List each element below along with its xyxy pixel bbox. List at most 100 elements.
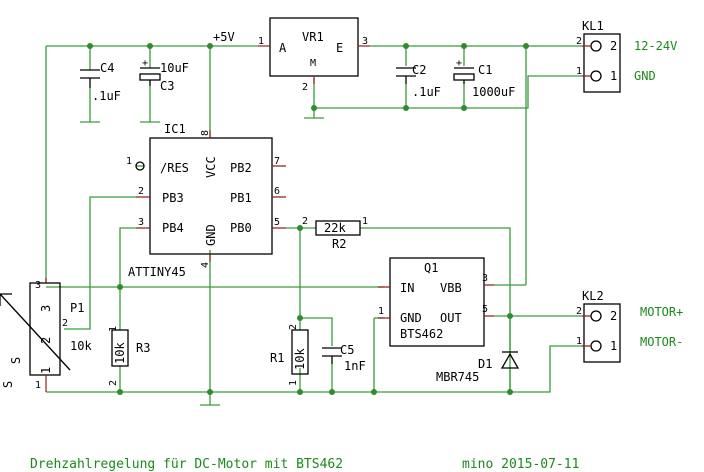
junction <box>507 389 513 395</box>
r2-ref: R2 <box>332 237 346 251</box>
connector-kl2: KL2 2 1 2 1 MOTOR+ MOTOR- <box>576 289 683 363</box>
kl2-ref: KL2 <box>582 289 604 303</box>
potentiometer-p1: 3 2 1 P1 10k 3 2 1 S S <box>0 278 92 392</box>
p1-body-pin2: 2 <box>39 337 53 344</box>
junction <box>461 105 467 111</box>
ic1-pin-gnd: GND <box>204 224 218 246</box>
kl2-pin2-num: 2 <box>610 309 617 323</box>
capacitor-c4: C4 .1uF <box>80 61 121 103</box>
vr1-pin-m: M <box>310 58 316 69</box>
wire-pb4 <box>119 227 136 330</box>
junction <box>461 43 467 49</box>
ic1-pinnum-vcc: 8 <box>200 130 211 136</box>
capacitor-c2: C2 .1uF <box>396 63 441 99</box>
q1-pin-out: OUT <box>440 311 462 325</box>
kl1-pin2-id: 2 <box>576 36 582 47</box>
q1-pin-in: IN <box>400 281 414 295</box>
ic1-pinnum-pb0: 5 <box>274 217 280 228</box>
c2-ref: C2 <box>412 63 426 77</box>
footer-credit: mino 2015-07-11 <box>462 457 579 472</box>
kl2-motor-minus-label: MOTOR- <box>640 335 683 349</box>
junction <box>403 43 409 49</box>
capacitor-c1: + C1 1000uF <box>453 58 515 99</box>
kl1-pin1-num: 1 <box>610 69 617 83</box>
vr1-pin3: 3 <box>362 36 368 47</box>
junction <box>311 105 317 111</box>
r2-pin2: 2 <box>302 216 308 227</box>
junction <box>523 43 529 49</box>
ic1-part: ATTINY45 <box>128 265 186 279</box>
wire-c5-top <box>300 317 333 346</box>
p1-body-pin1: 1 <box>39 367 53 374</box>
c4-value: .1uF <box>92 89 121 103</box>
ic1-pin-res: /RES <box>160 161 189 175</box>
regulator-vr1: VR1 A E M 1 2 3 <box>258 17 370 93</box>
ic1-pin-pb4: PB4 <box>162 221 184 235</box>
p1-ref: P1 <box>70 301 84 315</box>
junction <box>507 313 513 319</box>
kl1-supply-label: 12-24V <box>634 39 677 53</box>
ic1-pin-pb3: PB3 <box>162 191 184 205</box>
pot-slider-arrow <box>0 293 71 371</box>
ic1-pinnum-pb2: 7 <box>274 156 280 167</box>
ic1-pinnum-pb1: 6 <box>274 186 280 197</box>
ic1-pinnum-gnd: 4 <box>200 262 211 268</box>
junction <box>297 389 303 395</box>
junction <box>329 389 335 395</box>
kl1-gnd-label: GND <box>634 69 656 83</box>
r1-ref: R1 <box>270 351 284 365</box>
junction <box>297 315 303 321</box>
connector-kl1: KL1 2 1 2 1 12-24V GND <box>576 19 677 93</box>
c4-ref: C4 <box>100 61 114 75</box>
net-label-5v: +5V <box>213 30 235 44</box>
junction <box>207 43 213 49</box>
r2-value: 22k <box>324 221 346 235</box>
p1-pin3: 3 <box>35 280 41 291</box>
junction <box>117 284 123 290</box>
r3-pin2: 2 <box>108 380 119 386</box>
r1-value: 10k <box>293 348 307 370</box>
junction <box>117 389 123 395</box>
ic1-pin-vcc: VCC <box>204 156 218 178</box>
d1-ref: D1 <box>478 357 492 371</box>
p1-value: 10k <box>70 339 92 353</box>
q1-ref: Q1 <box>424 261 438 275</box>
c1-value: 1000uF <box>472 85 515 99</box>
junction <box>371 389 377 395</box>
footer-title: Drehzahlregelung für DC-Motor mit BTS462 <box>30 457 343 472</box>
q1-pinnum-out: 5 <box>482 304 488 315</box>
ic1-pin-pb1: PB1 <box>230 191 252 205</box>
kl1-ref: KL1 <box>582 19 604 33</box>
capacitor-c3: + 10uF C3 <box>139 58 189 93</box>
q1-pinnum-gnd: 1 <box>378 306 384 317</box>
q1-pin-gnd: GND <box>400 311 422 325</box>
r3-pin1: 1 <box>108 326 119 332</box>
vr1-pin-e: E <box>336 41 343 55</box>
ic1-pin-pb2: PB2 <box>230 161 252 175</box>
r1-pin2: 2 <box>288 324 299 330</box>
c1-ref: C1 <box>478 63 492 77</box>
junction <box>403 105 409 111</box>
ic1-pinnum-pb4: 3 <box>138 217 144 228</box>
ic1-ref: IC1 <box>164 122 186 136</box>
junction <box>297 225 303 231</box>
c3-polarity: + <box>142 58 148 69</box>
ic1-pin-pb0: PB0 <box>230 221 252 235</box>
junction <box>147 43 153 49</box>
kl1-pin2-num: 2 <box>610 39 617 53</box>
p1-pin2: 2 <box>62 318 68 329</box>
p1-s-label-2: S <box>1 381 15 388</box>
vr1-ref: VR1 <box>302 30 324 44</box>
vr1-pin2: 2 <box>302 82 308 93</box>
kl1-pin1-id: 1 <box>576 66 582 77</box>
capacitor-c5: C5 1nF <box>322 343 366 373</box>
junction <box>207 389 213 395</box>
r3-value: 10k <box>113 342 127 364</box>
c1-polarity: + <box>456 58 462 69</box>
d1-part: MBR745 <box>436 370 479 384</box>
kl2-pin1-num: 1 <box>610 339 617 353</box>
r2-pin1: 1 <box>362 216 368 227</box>
ic1-attiny45: IC1 /RES PB3 PB4 PB2 PB1 PB0 VCC GND 1 2… <box>126 122 286 279</box>
c2-value: .1uF <box>412 85 441 99</box>
resistor-r1: 10k R1 2 1 <box>270 324 309 386</box>
